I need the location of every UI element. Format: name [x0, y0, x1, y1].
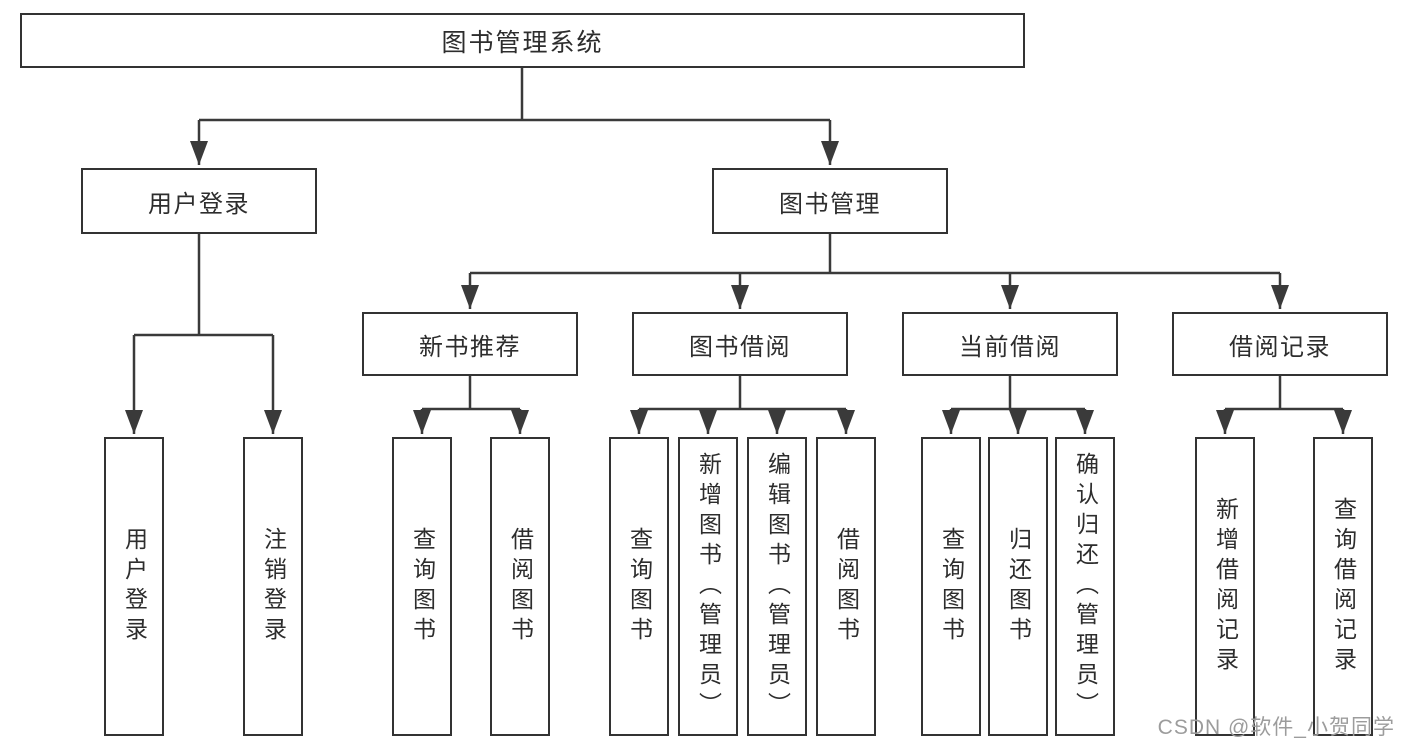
node-book-management: 图书管理 [712, 168, 948, 234]
node-current-borrowing-label: 当前借阅 [959, 333, 1061, 361]
leaf-borrow-books-borrow-label: 借阅图书 [833, 526, 860, 647]
connector-trunks-rails [134, 68, 1343, 411]
leaf-query-books-current: 查询图书 [921, 437, 981, 736]
leaf-borrow-books-borrow: 借阅图书 [816, 437, 876, 736]
node-current-borrowing: 当前借阅 [902, 312, 1118, 376]
node-borrowing-records: 借阅记录 [1172, 312, 1388, 376]
leaf-user-login: 用户登录 [104, 437, 164, 736]
node-borrowing-records-label: 借阅记录 [1229, 333, 1331, 361]
leaf-add-borrow-record-label: 新增借阅记录 [1212, 496, 1239, 677]
node-new-book-recommendation: 新书推荐 [362, 312, 578, 376]
leaf-return-books: 归还图书 [988, 437, 1048, 736]
leaf-borrow-books-recommend-label: 借阅图书 [507, 526, 534, 647]
connector-arrows [125, 120, 1352, 434]
node-book-borrowing-label: 图书借阅 [689, 333, 791, 361]
node-user-login: 用户登录 [81, 168, 317, 234]
leaf-add-books-admin: 新增图书（管理员） [678, 437, 738, 736]
leaf-query-books-borrow-label: 查询图书 [626, 526, 653, 647]
leaf-logout: 注销登录 [243, 437, 303, 736]
node-root-label: 图书管理系统 [441, 28, 604, 57]
leaf-return-books-label: 归还图书 [1005, 526, 1032, 647]
node-book-management-label: 图书管理 [779, 190, 881, 218]
leaf-edit-books-admin: 编辑图书（管理员） [747, 437, 807, 736]
leaf-query-books-borrow: 查询图书 [609, 437, 669, 736]
leaf-query-borrow-record: 查询借阅记录 [1313, 437, 1373, 736]
csdn-watermark: CSDN @软件_小贺同学 [1157, 716, 1395, 739]
leaf-query-books-recommend-label: 查询图书 [409, 526, 436, 647]
leaf-logout-label: 注销登录 [260, 526, 287, 647]
node-root: 图书管理系统 [20, 13, 1025, 68]
leaf-borrow-books-recommend: 借阅图书 [490, 437, 550, 736]
leaf-query-books-current-label: 查询图书 [938, 526, 965, 647]
leaf-query-books-recommend: 查询图书 [392, 437, 452, 736]
leaf-confirm-return-admin: 确认归还（管理员） [1055, 437, 1115, 736]
node-new-book-recommendation-label: 新书推荐 [419, 333, 521, 361]
leaf-add-borrow-record: 新增借阅记录 [1195, 437, 1255, 736]
leaf-user-login-label: 用户登录 [121, 526, 148, 647]
node-book-borrowing: 图书借阅 [632, 312, 848, 376]
leaf-confirm-return-admin-label: 确认归还（管理员） [1072, 451, 1099, 722]
leaf-edit-books-admin-label: 编辑图书（管理员） [764, 451, 791, 722]
leaf-add-books-admin-label: 新增图书（管理员） [695, 451, 722, 722]
node-user-login-label: 用户登录 [148, 190, 250, 218]
leaf-query-borrow-record-label: 查询借阅记录 [1330, 496, 1357, 677]
